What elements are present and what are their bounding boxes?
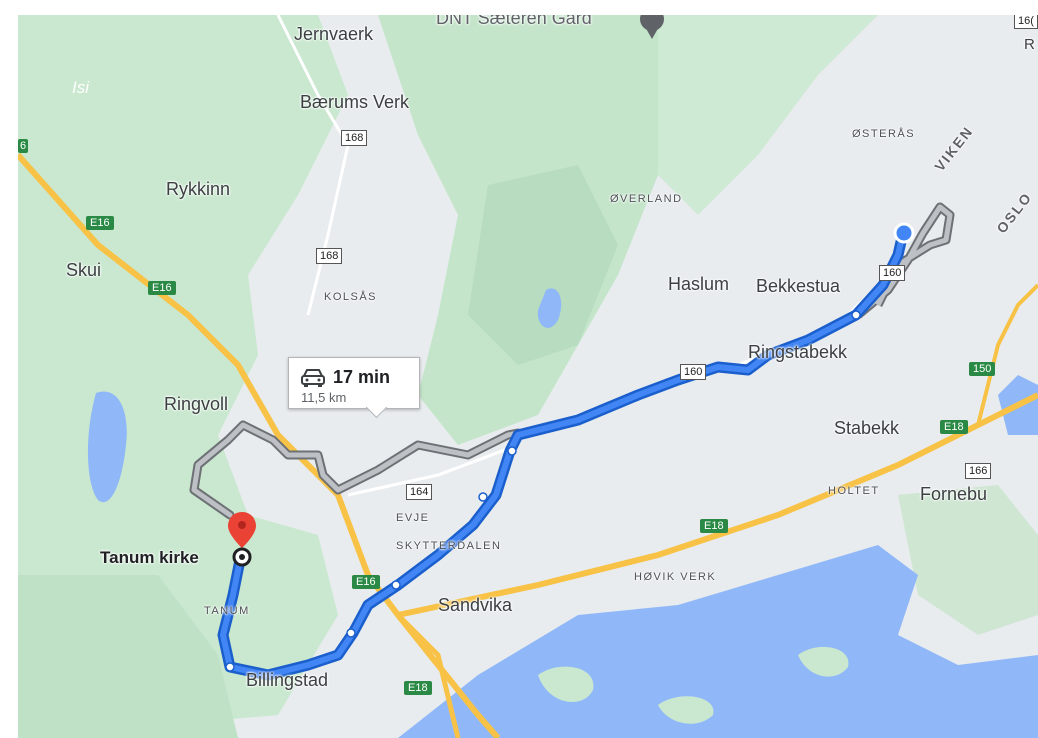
- road-164: [347, 443, 519, 497]
- forest-area-hill: [468, 165, 618, 365]
- place-label-ringvoll: Ringvoll: [164, 394, 229, 414]
- district-label-evje: EVJE: [396, 512, 430, 524]
- district-label-kolsas: KOLSÅS: [324, 291, 378, 303]
- destination-pin-icon: [228, 512, 256, 548]
- road-shield-164: 164: [406, 484, 433, 500]
- place-label-tanum-kirke: Tanum kirke: [100, 548, 199, 567]
- place-label-baerums-verk: Bærums Verk: [300, 92, 410, 112]
- route-info-callout[interactable]: 17 min 11,5 km: [288, 357, 420, 419]
- road-shield-e16-edge: 6: [18, 139, 29, 153]
- highway-east: [976, 283, 1038, 426]
- place-label-jernvaerk: Jernvaerk: [294, 24, 374, 44]
- map-base-layer: [18, 15, 1038, 738]
- waypoint-marker-icon: [851, 310, 861, 320]
- route-distance: 11,5 km: [301, 390, 347, 405]
- road-shield-168: 168: [316, 248, 343, 264]
- road-shield-168: 168: [341, 130, 368, 146]
- place-label-bekkestua: Bekkestua: [756, 276, 841, 296]
- district-label-overland: ØVERLAND: [610, 193, 683, 205]
- water-label-isi: Isi: [72, 78, 89, 97]
- forest-area-west: [18, 15, 348, 738]
- forest-area-northeast: [658, 15, 878, 215]
- place-label-stabekk: Stabekk: [834, 418, 900, 438]
- island-3: [798, 646, 849, 677]
- place-label-ringstabekk: Ringstabekk: [748, 342, 848, 362]
- district-label-skytterdalen: SKYTTERDALEN: [396, 540, 502, 552]
- forest-area-fornebu: [898, 485, 1038, 635]
- place-label-skui: Skui: [66, 260, 102, 280]
- lake-north: [537, 288, 562, 328]
- road-shield-e16: E16: [352, 575, 380, 589]
- road-shield-160: 160: [680, 364, 707, 380]
- road-shield-166: 166: [965, 463, 992, 479]
- district-label-holtet: HOLTET: [828, 485, 880, 497]
- island-2: [658, 696, 714, 724]
- alternate-route-inner: [191, 422, 521, 518]
- main-route-inner: [220, 230, 906, 678]
- lake-west: [87, 391, 127, 503]
- place-label-sandvika: Sandvika: [438, 595, 513, 615]
- road-shield-160: 160: [879, 265, 906, 281]
- location-marker-icon: [640, 15, 664, 39]
- waypoint-marker-icon: [478, 492, 488, 502]
- place-label-fornebu: Fornebu: [920, 484, 988, 504]
- district-label-tanum: TANUM: [204, 605, 250, 617]
- road-shield-16x: 16(: [1014, 15, 1038, 29]
- road-shield-e16: E16: [148, 281, 176, 295]
- map-view[interactable]: DNT Sæteren Gård Jernvaerk Bærums Verk R…: [18, 15, 1038, 738]
- route-duration: 17 min: [333, 367, 391, 387]
- island-1: [538, 666, 594, 702]
- road-label-r: R: [1024, 36, 1035, 53]
- district-label-hovik-verk: HØVIK VERK: [634, 571, 717, 583]
- road-shield-e18: E18: [940, 420, 968, 434]
- waypoint-marker-icon: [346, 628, 356, 638]
- place-label-haslum: Haslum: [668, 274, 730, 294]
- place-label-dnt: DNT Sæteren Gård: [436, 15, 592, 28]
- waypoint-marker-icon: [391, 580, 401, 590]
- car-icon: [301, 369, 325, 387]
- road-shield-e16: E16: [86, 216, 114, 230]
- place-label-rykkinn: Rykkinn: [166, 179, 231, 199]
- waypoint-marker-icon: [507, 446, 517, 456]
- highway-e18-south: [396, 613, 461, 738]
- district-label-osteras: ØSTERÅS: [852, 128, 916, 140]
- forest-area-southwest: [18, 575, 238, 738]
- road-shield-e18: E18: [404, 681, 432, 695]
- place-label-billingstad: Billingstad: [246, 670, 329, 690]
- road-shield-150: 150: [969, 362, 996, 376]
- waypoint-marker-icon: [225, 662, 235, 672]
- road-shield-e18: E18: [700, 519, 728, 533]
- origin-dot-icon: [893, 222, 915, 244]
